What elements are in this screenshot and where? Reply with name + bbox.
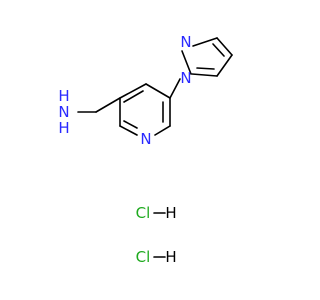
bond [216,37,233,56]
bond [119,83,147,99]
bond [212,43,225,57]
bond [169,78,181,99]
pyrazole-ring [181,37,233,77]
atom-label-h: H [58,119,69,137]
atom-label-n: N [180,69,191,87]
atom-label-n: N [180,33,191,51]
atom-label-n: N [58,103,69,121]
atom-label-n: N [140,130,151,148]
bond [123,120,138,129]
structure-diagram: N N N N H H Cl H Cl H [58,33,233,266]
bond [123,90,144,103]
bond [191,73,218,77]
pyridine-ring [119,83,171,136]
hcl-salt: Cl H [136,204,177,222]
bond [181,50,192,75]
atom-label-h: H [58,87,69,105]
bond [119,125,138,136]
bond [145,83,171,99]
bond [216,54,233,77]
bond [192,37,218,47]
chlorine-label: Cl [136,204,151,222]
chlorine-label: Cl [136,248,151,266]
hcl-salt: Cl H [136,248,177,266]
bond [196,67,215,70]
bond [95,97,121,113]
hydrogen-label: H [165,204,176,222]
bond [154,125,171,136]
hydrogen-label: H [165,248,176,266]
